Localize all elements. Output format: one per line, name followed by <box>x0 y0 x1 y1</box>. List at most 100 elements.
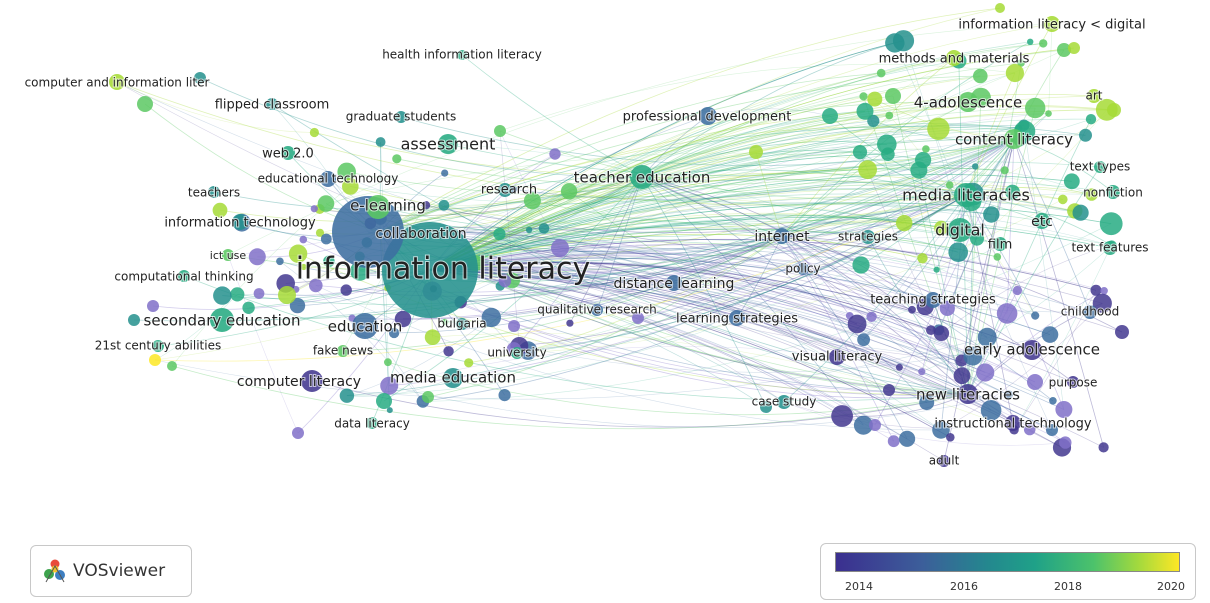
node-visual-literacy[interactable] <box>829 349 845 365</box>
keyword-node[interactable] <box>1085 114 1097 125</box>
keyword-node[interactable] <box>933 266 940 273</box>
keyword-node[interactable] <box>977 327 997 347</box>
keyword-node[interactable] <box>339 388 355 403</box>
node-professional-development[interactable] <box>699 107 717 125</box>
keyword-node[interactable] <box>1045 110 1052 117</box>
keyword-node[interactable] <box>946 433 955 442</box>
keyword-node[interactable] <box>388 327 400 339</box>
keyword-node[interactable] <box>443 346 454 357</box>
keyword-node[interactable] <box>508 320 520 332</box>
keyword-node[interactable] <box>278 286 296 304</box>
keyword-node[interactable] <box>253 288 265 299</box>
keyword-node[interactable] <box>908 305 916 314</box>
node-data-literacy[interactable] <box>366 417 378 429</box>
keyword-node[interactable] <box>493 227 506 241</box>
keyword-node[interactable] <box>380 376 399 395</box>
keyword-node[interactable] <box>242 301 255 314</box>
keyword-node[interactable] <box>885 111 894 120</box>
node-methods-and-materials[interactable] <box>946 50 962 66</box>
keyword-node[interactable] <box>963 346 983 366</box>
node-teachers[interactable] <box>208 186 220 198</box>
keyword-node[interactable] <box>995 3 1005 13</box>
keyword-node[interactable] <box>822 108 838 124</box>
keyword-node[interactable] <box>342 178 359 195</box>
keyword-node[interactable] <box>551 239 569 257</box>
keyword-node[interactable] <box>1063 173 1080 190</box>
keyword-node[interactable] <box>876 68 886 78</box>
keyword-node[interactable] <box>918 368 926 376</box>
keyword-node[interactable] <box>972 163 979 170</box>
keyword-node[interactable] <box>213 286 232 305</box>
keyword-node[interactable] <box>1012 285 1023 296</box>
keyword-node[interactable] <box>1049 397 1057 405</box>
node-4-adolescence[interactable] <box>958 92 978 112</box>
keyword-node[interactable] <box>1100 287 1108 295</box>
node-instructional-technology[interactable] <box>1005 415 1021 431</box>
node-teaching-strategies[interactable] <box>925 292 941 308</box>
keyword-node[interactable] <box>323 255 335 268</box>
keyword-node[interactable] <box>932 421 950 439</box>
keyword-node[interactable] <box>934 220 949 235</box>
keyword-node[interactable] <box>317 195 335 212</box>
node-learning-strategies[interactable] <box>729 310 745 326</box>
node-strategies[interactable] <box>861 230 875 244</box>
node-educational-technology[interactable] <box>320 171 336 187</box>
keyword-node[interactable] <box>566 319 574 327</box>
keyword-node[interactable] <box>1046 424 1058 436</box>
node-digital[interactable] <box>948 218 972 242</box>
keyword-node[interactable] <box>1059 436 1072 449</box>
keyword-node[interactable] <box>299 235 308 244</box>
keyword-node[interactable] <box>276 257 284 266</box>
node-information-literacy[interactable] <box>382 222 478 318</box>
keyword-node[interactable] <box>337 162 357 182</box>
keyword-node[interactable] <box>1005 184 1020 200</box>
keyword-node[interactable] <box>1039 39 1048 48</box>
node-research[interactable] <box>498 183 512 197</box>
node-computational-thinking[interactable] <box>178 270 190 282</box>
keyword-node[interactable] <box>1023 423 1036 436</box>
keyword-node[interactable] <box>1027 374 1043 390</box>
keyword-node[interactable] <box>749 145 763 159</box>
keyword-node[interactable] <box>1072 204 1089 221</box>
node-graduate-students[interactable] <box>395 111 407 123</box>
node-web-2-0[interactable] <box>281 146 295 160</box>
keyword-node[interactable] <box>494 125 506 137</box>
keyword-node[interactable] <box>1085 188 1098 201</box>
keyword-node[interactable] <box>1055 401 1073 418</box>
node-computer-and-information-liter[interactable] <box>109 74 125 90</box>
keyword-node[interactable] <box>910 161 928 179</box>
keyword-node[interactable] <box>996 303 1018 324</box>
keyword-node[interactable] <box>498 274 512 288</box>
keyword-node[interactable] <box>194 72 206 84</box>
keyword-node[interactable] <box>983 206 1000 223</box>
keyword-node[interactable] <box>525 226 533 234</box>
keyword-node[interactable] <box>885 33 905 53</box>
keyword-node[interactable] <box>970 231 984 246</box>
keyword-node[interactable] <box>939 300 955 316</box>
keyword-node[interactable] <box>948 242 968 262</box>
node-nonfiction[interactable] <box>1106 185 1120 199</box>
keyword-node[interactable] <box>847 314 867 334</box>
keyword-node[interactable] <box>394 310 412 328</box>
keyword-node[interactable] <box>1027 38 1034 45</box>
node-film[interactable] <box>993 237 1007 251</box>
keyword-node[interactable] <box>856 102 874 120</box>
keyword-node[interactable] <box>919 395 935 411</box>
node-teacher-education[interactable] <box>630 165 654 189</box>
keyword-node[interactable] <box>167 361 177 371</box>
keyword-node[interactable] <box>980 400 1002 421</box>
keyword-node[interactable] <box>760 401 772 413</box>
keyword-node[interactable] <box>149 354 161 366</box>
keyword-node[interactable] <box>899 430 916 447</box>
keyword-node[interactable] <box>309 278 323 293</box>
keyword-node[interactable] <box>1005 63 1024 83</box>
keyword-node[interactable] <box>1017 59 1025 67</box>
keyword-node[interactable] <box>310 205 318 213</box>
keyword-node[interactable] <box>1068 42 1080 54</box>
keyword-node[interactable] <box>927 117 950 140</box>
node-secondary-education[interactable] <box>210 308 234 332</box>
keyword-node[interactable] <box>887 435 900 448</box>
node-assessment[interactable] <box>438 134 458 154</box>
node-content-literacy[interactable] <box>1004 129 1024 149</box>
keyword-node[interactable] <box>866 311 877 322</box>
